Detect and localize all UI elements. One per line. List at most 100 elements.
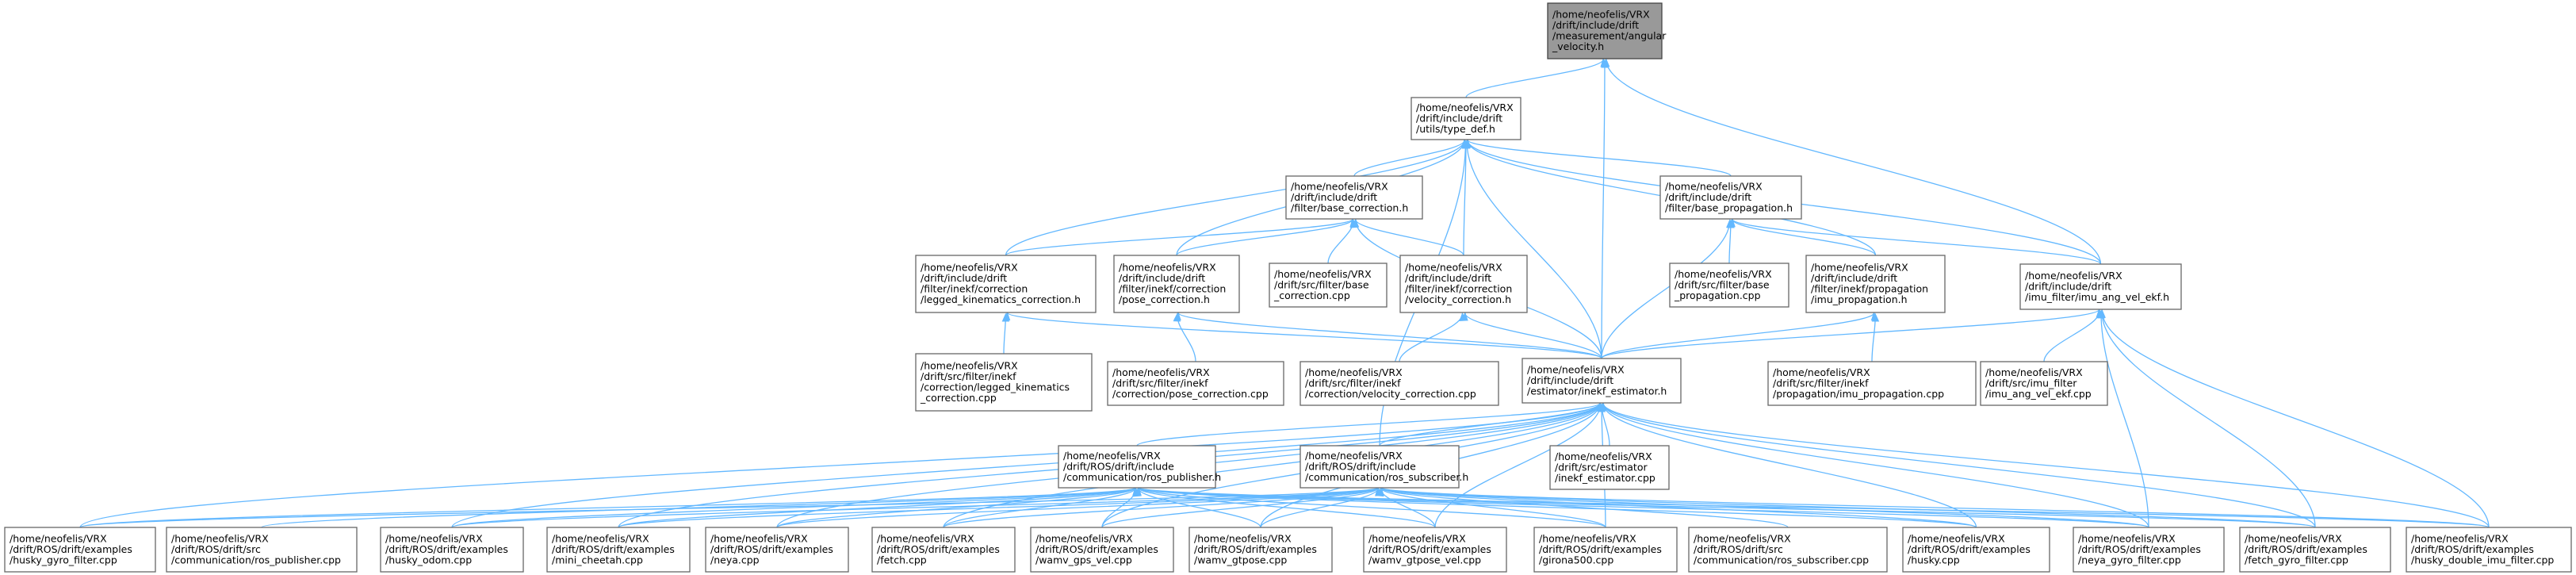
node-label-line: /filter/inekf/correction [1119, 283, 1226, 295]
node-label-line: /wamv_gtpose.cpp [1194, 554, 1287, 565]
node-wamv_gtpose_vel[interactable]: /home/neofelis/VRX/drift/ROS/drift/examp… [1363, 527, 1507, 573]
edge-neya-to-ros_sub_h [776, 487, 1379, 528]
edge-neya_gyro-to-ros_sub_h [1380, 487, 2149, 528]
node-box [871, 527, 1016, 573]
edge-imu_prop_h-to-base_propagation_h [1732, 218, 1877, 256]
node-box [1410, 97, 1521, 140]
node-box [166, 527, 358, 573]
node-husky_odom[interactable]: /home/neofelis/VRX/drift/ROS/drift/examp… [380, 527, 524, 573]
edge-fetch-to-inekf_estimator_h [943, 403, 1601, 528]
edge-wamv_gtpose-to-ros_pub_h [1138, 488, 1261, 528]
edge-fetch_gyro-to-inekf_estimator_h [1602, 403, 2316, 528]
node-label-line: /communication/ros_publisher.h [1063, 471, 1221, 483]
node-label-line: /home/neofelis/VRX [1694, 532, 1791, 544]
node-label-line: /girona500.cpp [1539, 554, 1613, 565]
node-legged_kin_h[interactable]: /home/neofelis/VRX/drift/include/drift/f… [915, 255, 1097, 313]
node-label-line: /drift/include/drift [1119, 272, 1205, 284]
edge-ros_sub_cpp-to-ros_sub_h [1380, 487, 1789, 528]
node-label-line: /home/neofelis/VRX [1035, 532, 1133, 544]
node-husky_double[interactable]: /home/neofelis/VRX/drift/ROS/drift/examp… [2406, 527, 2572, 573]
node-fetch[interactable]: /home/neofelis/VRX/drift/ROS/drift/examp… [871, 527, 1016, 573]
node-husky_gyro[interactable]: /home/neofelis/VRX/drift/ROS/drift/examp… [4, 527, 156, 573]
edge-ros_pub_cpp-to-ros_pub_h [261, 487, 1136, 528]
node-label-line: /filter/inekf/propagation [1811, 283, 1928, 295]
node-imu_prop_h[interactable]: /home/neofelis/VRX/drift/include/drift/f… [1805, 255, 1946, 313]
node-wamv_gps_vel[interactable]: /home/neofelis/VRX/drift/ROS/drift/examp… [1030, 527, 1174, 573]
node-label-line: /filter/inekf/correction [1405, 283, 1512, 295]
node-base_prop_cpp[interactable]: /home/neofelis/VRX/drift/src/filter/base… [1669, 263, 1789, 308]
edge-arrowhead [1460, 312, 1468, 321]
node-box [1058, 445, 1216, 489]
node-vel_corr_cpp[interactable]: /home/neofelis/VRX/drift/src/filter/inek… [1299, 361, 1499, 406]
node-box [1269, 263, 1388, 308]
node-label-line: /neya_gyro_filter.cpp [2078, 554, 2181, 565]
node-wamv_gtpose[interactable]: /home/neofelis/VRX/drift/ROS/drift/examp… [1188, 527, 1333, 573]
node-ros_sub_cpp[interactable]: /home/neofelis/VRX/drift/ROS/drift/src/c… [1688, 527, 1888, 573]
node-inekf_estimator_h[interactable]: /home/neofelis/VRX/drift/include/drift/e… [1521, 358, 1682, 404]
node-fetch_gyro[interactable]: /home/neofelis/VRX/drift/ROS/drift/examp… [2239, 527, 2391, 573]
node-girona500[interactable]: /home/neofelis/VRX/drift/ROS/drift/examp… [1533, 527, 1678, 573]
node-type_def[interactable]: /home/neofelis/VRX/drift/include/drift/u… [1410, 97, 1521, 140]
edge-imu_ekf_cpp-to-imu_ekf_h [2043, 310, 2100, 362]
edge-husky-to-ros_sub_h [1380, 487, 1977, 528]
node-neya[interactable]: /home/neofelis/VRX/drift/ROS/drift/examp… [705, 527, 849, 573]
edge-husky_odom-to-ros_pub_h [451, 487, 1136, 528]
edge-neya_gyro-to-imu_ekf_h [2100, 310, 2149, 528]
node-base_propagation_h[interactable]: /home/neofelis/VRX/drift/include/drift/f… [1659, 175, 1802, 220]
node-label-line: /home/neofelis/VRX [1985, 366, 2083, 378]
edge-arrowhead [1870, 312, 1879, 321]
node-label-line: /home/neofelis/VRX [2411, 532, 2509, 544]
node-label-line: /drift/src/filter/inekf [1305, 377, 1401, 389]
edge-vel_corr_h-to-base_correction_h [1355, 219, 1464, 256]
node-label-line: /wamv_gps_vel.cpp [1035, 554, 1132, 565]
node-label-line: /husky.cpp [1908, 554, 1960, 565]
node-pose_corr_h[interactable]: /home/neofelis/VRX/drift/include/drift/f… [1113, 255, 1240, 313]
node-label-line: /drift/include/drift [1552, 19, 1639, 31]
node-vel_corr_h[interactable]: /home/neofelis/VRX/drift/include/drift/f… [1399, 255, 1528, 313]
node-mini_cheetah[interactable]: /home/neofelis/VRX/drift/ROS/drift/examp… [546, 527, 691, 573]
node-box [1188, 527, 1333, 573]
node-pose_corr_cpp[interactable]: /home/neofelis/VRX/drift/src/filter/inek… [1107, 361, 1284, 406]
node-label-line: /drift/src/filter/inekf [1773, 377, 1869, 389]
node-imu_ekf_h[interactable]: /home/neofelis/VRX/drift/include/drift/i… [2019, 263, 2182, 310]
node-inekf_est_cpp[interactable]: /home/neofelis/VRX/drift/src/estimator/i… [1549, 445, 1670, 490]
node-husky[interactable]: /home/neofelis/VRX/drift/ROS/drift/examp… [1902, 527, 2050, 573]
node-ros_pub_h[interactable]: /home/neofelis/VRX/drift/ROS/drift/inclu… [1058, 445, 1221, 489]
node-label-line: /drift/include/drift [1811, 272, 1897, 284]
node-ros_sub_h[interactable]: /home/neofelis/VRX/drift/ROS/drift/inclu… [1299, 445, 1468, 489]
edge-base_correction_h-to-type_def [1353, 140, 1465, 177]
node-ros_pub_cpp[interactable]: /home/neofelis/VRX/drift/ROS/drift/src/c… [166, 527, 358, 573]
node-imu_ekf_cpp[interactable]: /home/neofelis/VRX/drift/src/imu_filter/… [1980, 361, 2108, 406]
node-label-line: /propagation/imu_propagation.cpp [1773, 388, 1944, 400]
node-label-line: /home/neofelis/VRX [1119, 262, 1216, 274]
node-label-line: /fetch_gyro_filter.cpp [2245, 554, 2348, 565]
node-label-line: /home/neofelis/VRX [1368, 532, 1466, 544]
node-label-line: /neya.cpp [710, 554, 760, 565]
node-label-line: /home/neofelis/VRX [921, 262, 1018, 274]
node-label-line: /home/neofelis/VRX [877, 532, 974, 544]
node-legged_kin_cpp[interactable]: /home/neofelis/VRX/drift/src/filter/inek… [915, 353, 1093, 412]
node-label-line: /home/neofelis/VRX [1675, 268, 1772, 280]
node-base_correction_h[interactable]: /home/neofelis/VRX/drift/include/drift/f… [1285, 175, 1423, 220]
edge-husky_gyro-to-ros_sub_h [79, 487, 1379, 528]
node-label-line: /legged_kinematics_correction.h [921, 293, 1081, 305]
edge-wamv_gtpose_vel-to-inekf_estimator_h [1434, 404, 1602, 528]
edge-mini_cheetah-to-ros_pub_h [618, 487, 1136, 528]
node-label-line: /home/neofelis/VRX [385, 532, 483, 544]
node-base_corr_cpp[interactable]: /home/neofelis/VRX/drift/src/filter/base… [1269, 263, 1388, 308]
edge-husky_odom-to-ros_sub_h [451, 487, 1379, 528]
node-label-line: /velocity_correction.h [1405, 293, 1511, 305]
edge-inekf_estimator_h-to-type_def [1466, 140, 1602, 359]
node-label-line: /drift/src/estimator [1555, 461, 1648, 473]
edge-arrowhead [1351, 218, 1360, 228]
node-label-line: /home/neofelis/VRX [921, 360, 1018, 372]
node-label-line: /drift/ROS/drift/examples [552, 543, 675, 555]
node-label-line: /filter/base_correction.h [1291, 201, 1408, 213]
node-box [546, 527, 691, 573]
node-neya_gyro[interactable]: /home/neofelis/VRX/drift/ROS/drift/examp… [2073, 527, 2225, 573]
node-imu_prop_cpp[interactable]: /home/neofelis/VRX/drift/src/filter/inek… [1767, 361, 1977, 406]
node-box [1549, 445, 1670, 490]
edge-arrowhead [1601, 59, 1609, 68]
node-label-line: /home/neofelis/VRX [1552, 9, 1650, 21]
node-angular_velocity[interactable]: /home/neofelis/VRX/drift/include/drift/m… [1547, 2, 1667, 59]
